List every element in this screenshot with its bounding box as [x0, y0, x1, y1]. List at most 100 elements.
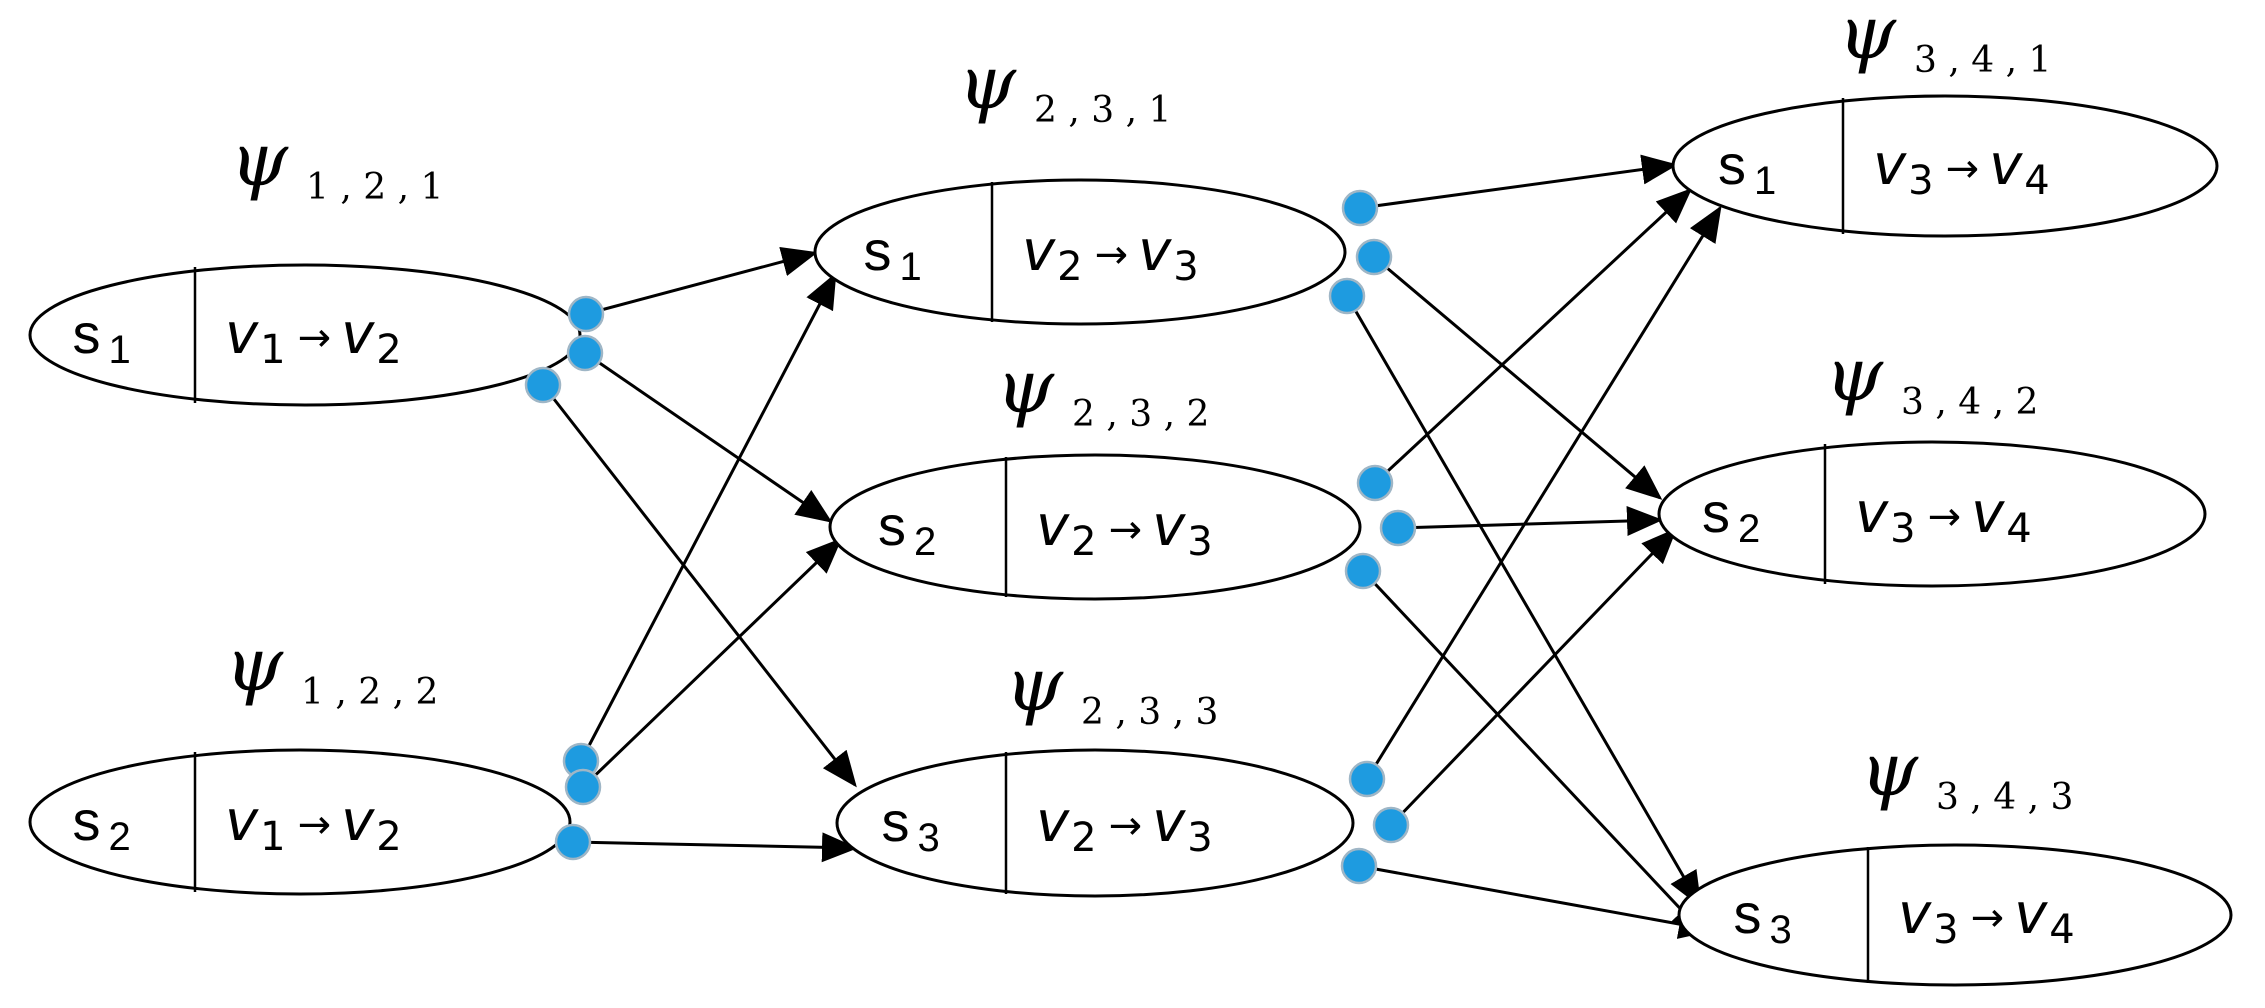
to-vertex: v	[1138, 219, 1172, 284]
to-vertex-subscript: 2	[376, 327, 401, 373]
state-symbol: s	[1702, 481, 1730, 544]
psi-label: ψ 3 , 4 , 3	[1860, 727, 2073, 818]
state-symbol: s	[1734, 882, 1762, 945]
from-vertex-subscript: 2	[1071, 815, 1096, 861]
to-vertex: v	[341, 789, 375, 854]
node-ellipse	[1671, 94, 2219, 238]
from-vertex: v	[1036, 790, 1070, 855]
node-ellipse	[1677, 843, 2233, 987]
state-subscript: 3	[918, 816, 940, 860]
psi-subscript: 1 , 2 , 1	[306, 167, 443, 208]
edge-n231-to-n341	[1359, 154, 1678, 210]
state-symbol: s	[882, 790, 910, 853]
to-vertex: v	[2014, 882, 2048, 947]
edge-n232-to-n343	[1361, 569, 1708, 938]
edge-n233-to-n342	[1389, 527, 1678, 827]
node-ellipse	[28, 748, 572, 896]
state-symbol: s	[1718, 133, 1746, 196]
edge-n232-to-n341	[1373, 187, 1693, 485]
state-subscript: 2	[109, 815, 131, 859]
transition-arrow: →	[1109, 507, 1143, 553]
output-port-n233-2[interactable]	[1372, 806, 1410, 844]
edge-n122-to-n231	[579, 272, 837, 762]
state-subscript: 3	[1770, 908, 1792, 952]
from-vertex: v	[1898, 882, 1932, 947]
output-port-n121-3[interactable]	[524, 366, 562, 404]
output-port-n232-1[interactable]	[1356, 464, 1394, 502]
edge-n121-to-n231	[585, 246, 818, 316]
state-symbol: s	[864, 219, 892, 282]
transition-arrow: →	[1928, 494, 1962, 540]
state-symbol: s	[73, 789, 101, 852]
node-ellipse	[813, 178, 1347, 326]
transition-label: v2→v3	[1036, 494, 1213, 565]
transition-arrow: →	[1971, 895, 2005, 941]
output-port-n121-2[interactable]	[566, 334, 604, 372]
output-port-n231-2[interactable]	[1355, 238, 1393, 276]
psi-subscript: 2 , 3 , 2	[1072, 394, 1209, 435]
from-vertex: v	[1855, 481, 1889, 546]
psi-subscript: 2 , 3 , 3	[1081, 692, 1218, 733]
output-port-n121-1[interactable]	[567, 295, 605, 333]
to-vertex-subscript: 3	[1187, 519, 1212, 565]
state-subscript: 1	[900, 245, 922, 289]
transition-arrow: →	[298, 315, 332, 361]
edge-n232-to-n342	[1397, 506, 1663, 537]
to-vertex-subscript: 4	[2024, 158, 2049, 204]
edge-n122-to-n232	[581, 537, 843, 789]
psi-subscript: 3 , 4 , 2	[1901, 382, 2038, 423]
psi-symbol: ψ	[1860, 727, 1919, 813]
psi-symbol: ψ	[225, 622, 284, 708]
edges-layer	[541, 154, 1722, 939]
state-subscript: 1	[1754, 159, 1776, 203]
to-vertex: v	[1971, 481, 2005, 546]
output-port-n232-2[interactable]	[1379, 509, 1417, 547]
transition-label: v1→v2	[225, 789, 402, 860]
psi-symbol: ψ	[996, 344, 1055, 430]
transition-arrow: →	[1109, 803, 1143, 849]
from-vertex-subscript: 1	[260, 327, 285, 373]
output-port-n122-3[interactable]	[554, 823, 592, 861]
from-vertex-subscript: 2	[1071, 519, 1096, 565]
transition-label: v1→v2	[225, 302, 402, 373]
from-vertex: v	[1873, 133, 1907, 198]
edge-n233-to-n343	[1358, 864, 1715, 939]
output-port-n232-3[interactable]	[1344, 552, 1382, 590]
to-vertex: v	[1152, 790, 1186, 855]
to-vertex: v	[341, 302, 375, 367]
from-vertex-subscript: 1	[260, 814, 285, 860]
to-vertex-subscript: 3	[1187, 815, 1212, 861]
output-port-n231-1[interactable]	[1341, 189, 1379, 227]
from-vertex-subscript: 3	[1933, 907, 1958, 953]
output-port-n231-3[interactable]	[1328, 277, 1366, 315]
output-port-n122-2[interactable]	[564, 768, 602, 806]
output-port-n233-1[interactable]	[1348, 760, 1386, 798]
output-port-n233-3[interactable]	[1340, 847, 1378, 885]
from-vertex-subscript: 3	[1890, 506, 1915, 552]
psi-subscript: 3 , 4 , 3	[1936, 777, 2073, 818]
transition-label: v2→v3	[1022, 219, 1199, 290]
to-vertex: v	[1989, 133, 2023, 198]
state-subscript: 1	[109, 328, 131, 372]
